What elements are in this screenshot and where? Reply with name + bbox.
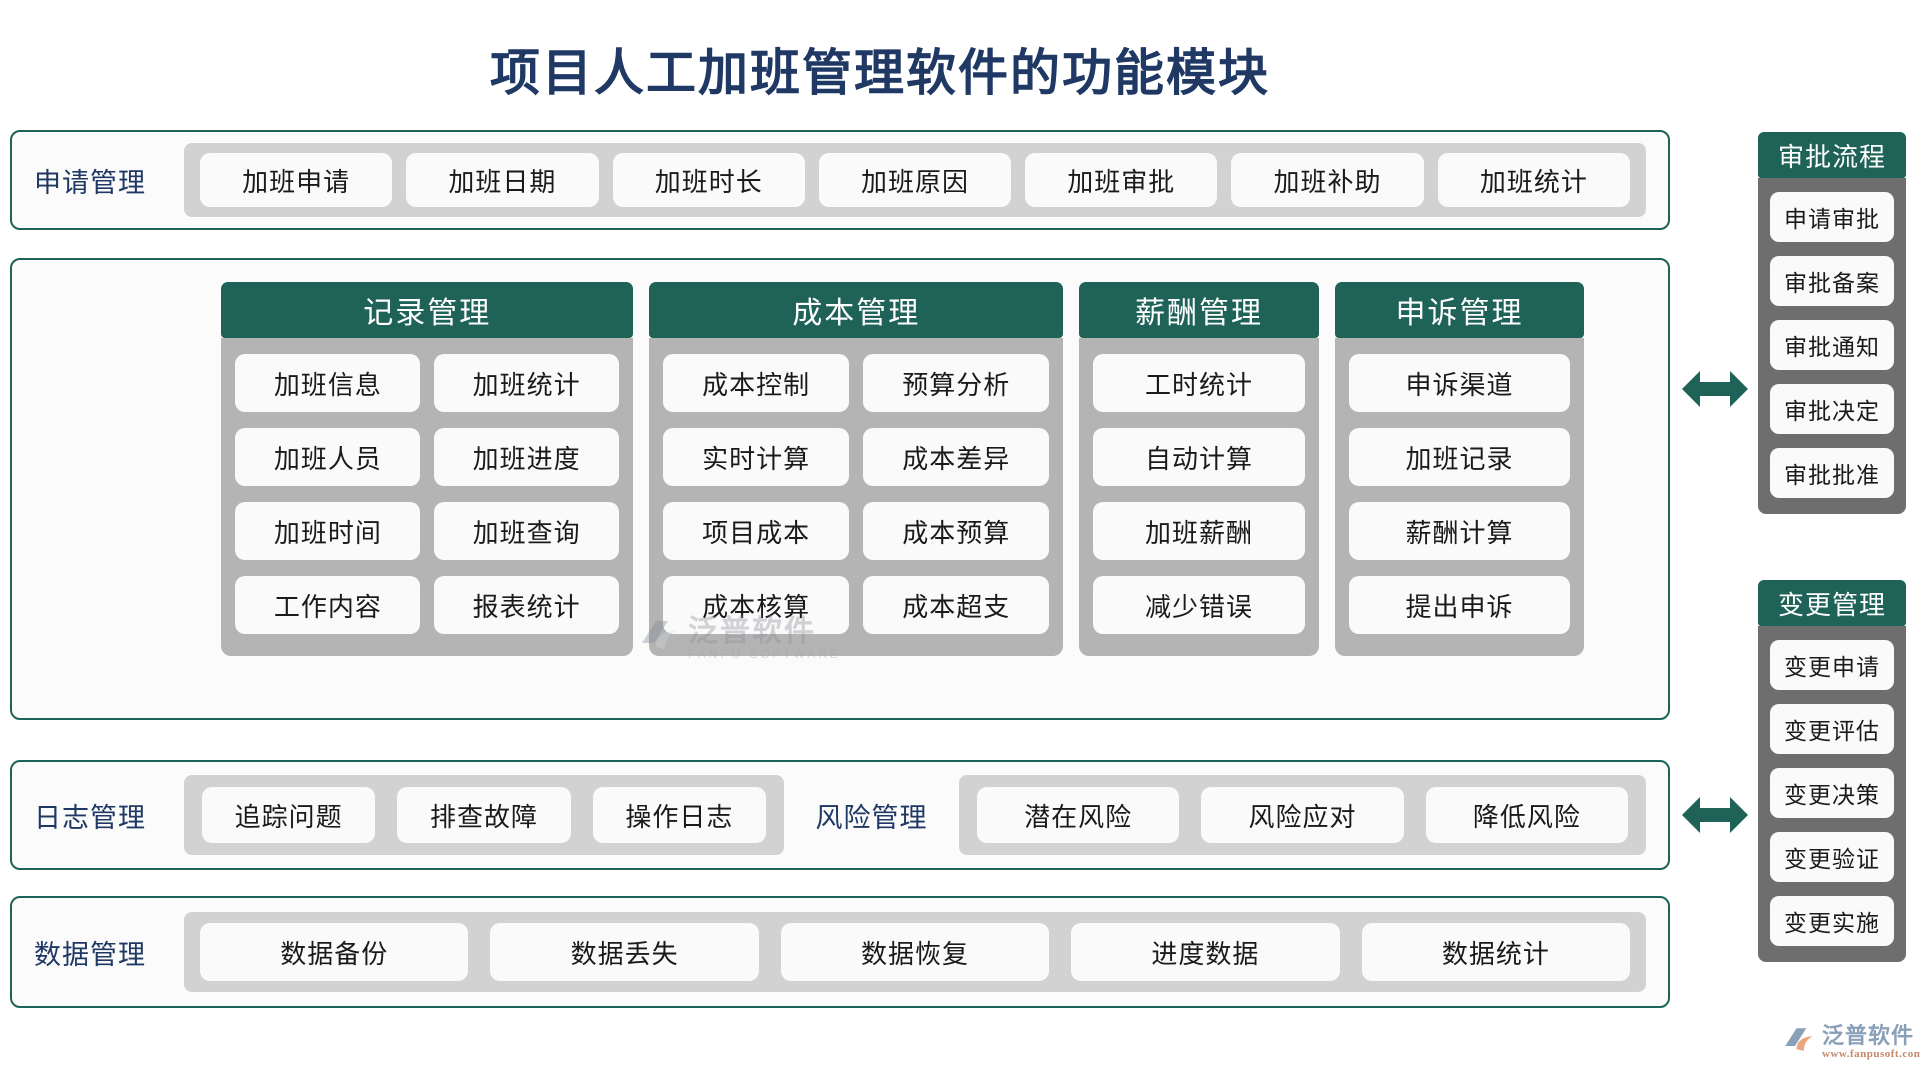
data-item[interactable]: 数据备份 (200, 923, 469, 981)
section-label-data: 数据管理 (34, 939, 146, 970)
cost-item[interactable]: 预算分析 (863, 354, 1050, 412)
appeal-item[interactable]: 薪酬计算 (1348, 502, 1571, 560)
log-items-strip: 追踪问题 排查故障 操作日志 (184, 775, 784, 855)
double-arrow-icon (1682, 797, 1748, 833)
section-data-management: 数据管理 数据备份 数据丢失 数据恢复 进度数据 数据统计 (10, 896, 1670, 1008)
appeal-item[interactable]: 申诉渠道 (1348, 354, 1571, 412)
column-items-appeal: 申诉渠道 加班记录 薪酬计算 提出申诉 (1334, 338, 1585, 656)
record-item[interactable]: 加班统计 (434, 354, 619, 412)
brand-text-cn: 泛普软件 (1822, 1023, 1915, 1048)
fanpu-logo-icon (1785, 1028, 1813, 1052)
section-apply-management: 申请管理 加班申请 加班日期 加班时长 加班原因 加班审批 加班补助 加班统计 (10, 130, 1670, 230)
sidebar-title-approval: 审批流程 (1758, 132, 1906, 178)
change-item[interactable]: 变更验证 (1770, 832, 1894, 882)
record-item[interactable]: 工作内容 (235, 576, 421, 634)
log-item[interactable]: 操作日志 (592, 787, 766, 843)
column-cost-management: 成本管理 成本控制 预算分析 实时计算 成本差异 项目成本 成本预算 成本核算 … (648, 282, 1064, 656)
column-salary-management: 薪酬管理 工时统计 自动计算 加班薪酬 减少错误 (1079, 282, 1319, 656)
salary-item[interactable]: 减少错误 (1093, 576, 1305, 634)
brand-logo: 泛普软件 www.fanpusoft.com (1782, 1023, 1920, 1061)
apply-item[interactable]: 加班统计 (1437, 153, 1630, 207)
record-item[interactable]: 加班进度 (434, 428, 619, 486)
apply-items-strip: 加班申请 加班日期 加班时长 加班原因 加班审批 加班补助 加班统计 (184, 143, 1646, 217)
sidebar-items-change: 变更申请 变更评估 变更决策 变更验证 变更实施 (1758, 626, 1906, 962)
double-arrow-icon (1682, 371, 1748, 407)
cost-item[interactable]: 成本超支 (863, 576, 1050, 634)
sidebar-items-approval: 申请审批 审批备案 审批通知 审批决定 审批批准 (1758, 178, 1906, 514)
risk-item[interactable]: 潜在风险 (977, 787, 1180, 843)
risk-item[interactable]: 风险应对 (1201, 787, 1404, 843)
log-item[interactable]: 排查故障 (397, 787, 571, 843)
apply-item[interactable]: 加班审批 (1025, 153, 1218, 207)
cost-item[interactable]: 成本预算 (863, 502, 1050, 560)
column-items-record: 加班信息 加班统计 加班人员 加班进度 加班时间 加班查询 工作内容 报表统计 (221, 338, 633, 656)
column-items-salary: 工时统计 自动计算 加班薪酬 减少错误 (1079, 338, 1319, 656)
log-item[interactable]: 追踪问题 (202, 787, 376, 843)
page-title: 项目人工加班管理软件的功能模块 (490, 45, 1270, 101)
column-title-cost: 成本管理 (648, 282, 1064, 338)
data-item[interactable]: 进度数据 (1071, 923, 1340, 981)
column-items-cost: 成本控制 预算分析 实时计算 成本差异 项目成本 成本预算 成本核算 成本超支 (648, 338, 1064, 656)
approval-item[interactable]: 审批备案 (1770, 256, 1894, 306)
cost-item[interactable]: 成本控制 (662, 354, 850, 412)
column-title-salary: 薪酬管理 (1079, 282, 1319, 338)
appeal-item[interactable]: 加班记录 (1348, 428, 1571, 486)
change-item[interactable]: 变更实施 (1770, 896, 1894, 946)
section-log-and-risk: 日志管理 追踪问题 排查故障 操作日志 风险管理 潜在风险 风险应对 降低风险 (10, 760, 1670, 870)
risk-item[interactable]: 降低风险 (1425, 787, 1628, 843)
section-label-apply: 申请管理 (34, 167, 146, 198)
data-item[interactable]: 数据恢复 (780, 923, 1050, 981)
salary-item[interactable]: 加班薪酬 (1093, 502, 1305, 560)
section-core-modules: 记录管理 加班信息 加班统计 加班人员 加班进度 加班时间 加班查询 工作内容 … (10, 258, 1670, 720)
apply-item[interactable]: 加班时长 (612, 153, 805, 207)
record-item[interactable]: 加班时间 (235, 502, 421, 560)
cost-item[interactable]: 实时计算 (662, 428, 850, 486)
sidebar-approval-flow: 审批流程 申请审批 审批备案 审批通知 审批决定 审批批准 (1758, 132, 1906, 514)
record-item[interactable]: 加班查询 (434, 502, 619, 560)
salary-item[interactable]: 工时统计 (1093, 354, 1305, 412)
cost-item[interactable]: 项目成本 (662, 502, 850, 560)
salary-item[interactable]: 自动计算 (1093, 428, 1305, 486)
record-item[interactable]: 加班人员 (235, 428, 421, 486)
cost-item[interactable]: 成本差异 (863, 428, 1050, 486)
change-item[interactable]: 变更决策 (1770, 768, 1894, 818)
apply-item[interactable]: 加班补助 (1231, 153, 1424, 207)
column-record-management: 记录管理 加班信息 加班统计 加班人员 加班进度 加班时间 加班查询 工作内容 … (221, 282, 633, 656)
sidebar-change-management: 变更管理 变更申请 变更评估 变更决策 变更验证 变更实施 (1758, 580, 1906, 962)
apply-item[interactable]: 加班申请 (200, 153, 393, 207)
appeal-item[interactable]: 提出申诉 (1348, 576, 1571, 634)
approval-item[interactable]: 审批通知 (1770, 320, 1894, 370)
section-label-risk: 风险管理 (815, 802, 928, 833)
cost-item[interactable]: 成本核算 (662, 576, 850, 634)
record-item[interactable]: 报表统计 (434, 576, 619, 634)
data-item[interactable]: 数据统计 (1361, 923, 1631, 981)
risk-items-strip: 潜在风险 风险应对 降低风险 (959, 775, 1646, 855)
section-label-log: 日志管理 (34, 802, 146, 833)
sidebar-title-change: 变更管理 (1758, 580, 1906, 626)
brand-text-en: www.fanpusoft.com (1822, 1048, 1920, 1061)
data-items-strip: 数据备份 数据丢失 数据恢复 进度数据 数据统计 (184, 912, 1646, 992)
record-item[interactable]: 加班信息 (235, 354, 421, 412)
approval-item[interactable]: 审批决定 (1770, 384, 1894, 434)
apply-item[interactable]: 加班日期 (406, 153, 599, 207)
change-item[interactable]: 变更申请 (1770, 640, 1894, 690)
data-item[interactable]: 数据丢失 (490, 923, 759, 981)
change-item[interactable]: 变更评估 (1770, 704, 1894, 754)
approval-item[interactable]: 申请审批 (1770, 192, 1894, 242)
column-title-appeal: 申诉管理 (1334, 282, 1585, 338)
column-title-record: 记录管理 (221, 282, 633, 338)
approval-item[interactable]: 审批批准 (1770, 448, 1894, 498)
apply-item[interactable]: 加班原因 (818, 153, 1012, 207)
column-appeal-management: 申诉管理 申诉渠道 加班记录 薪酬计算 提出申诉 (1334, 282, 1585, 656)
